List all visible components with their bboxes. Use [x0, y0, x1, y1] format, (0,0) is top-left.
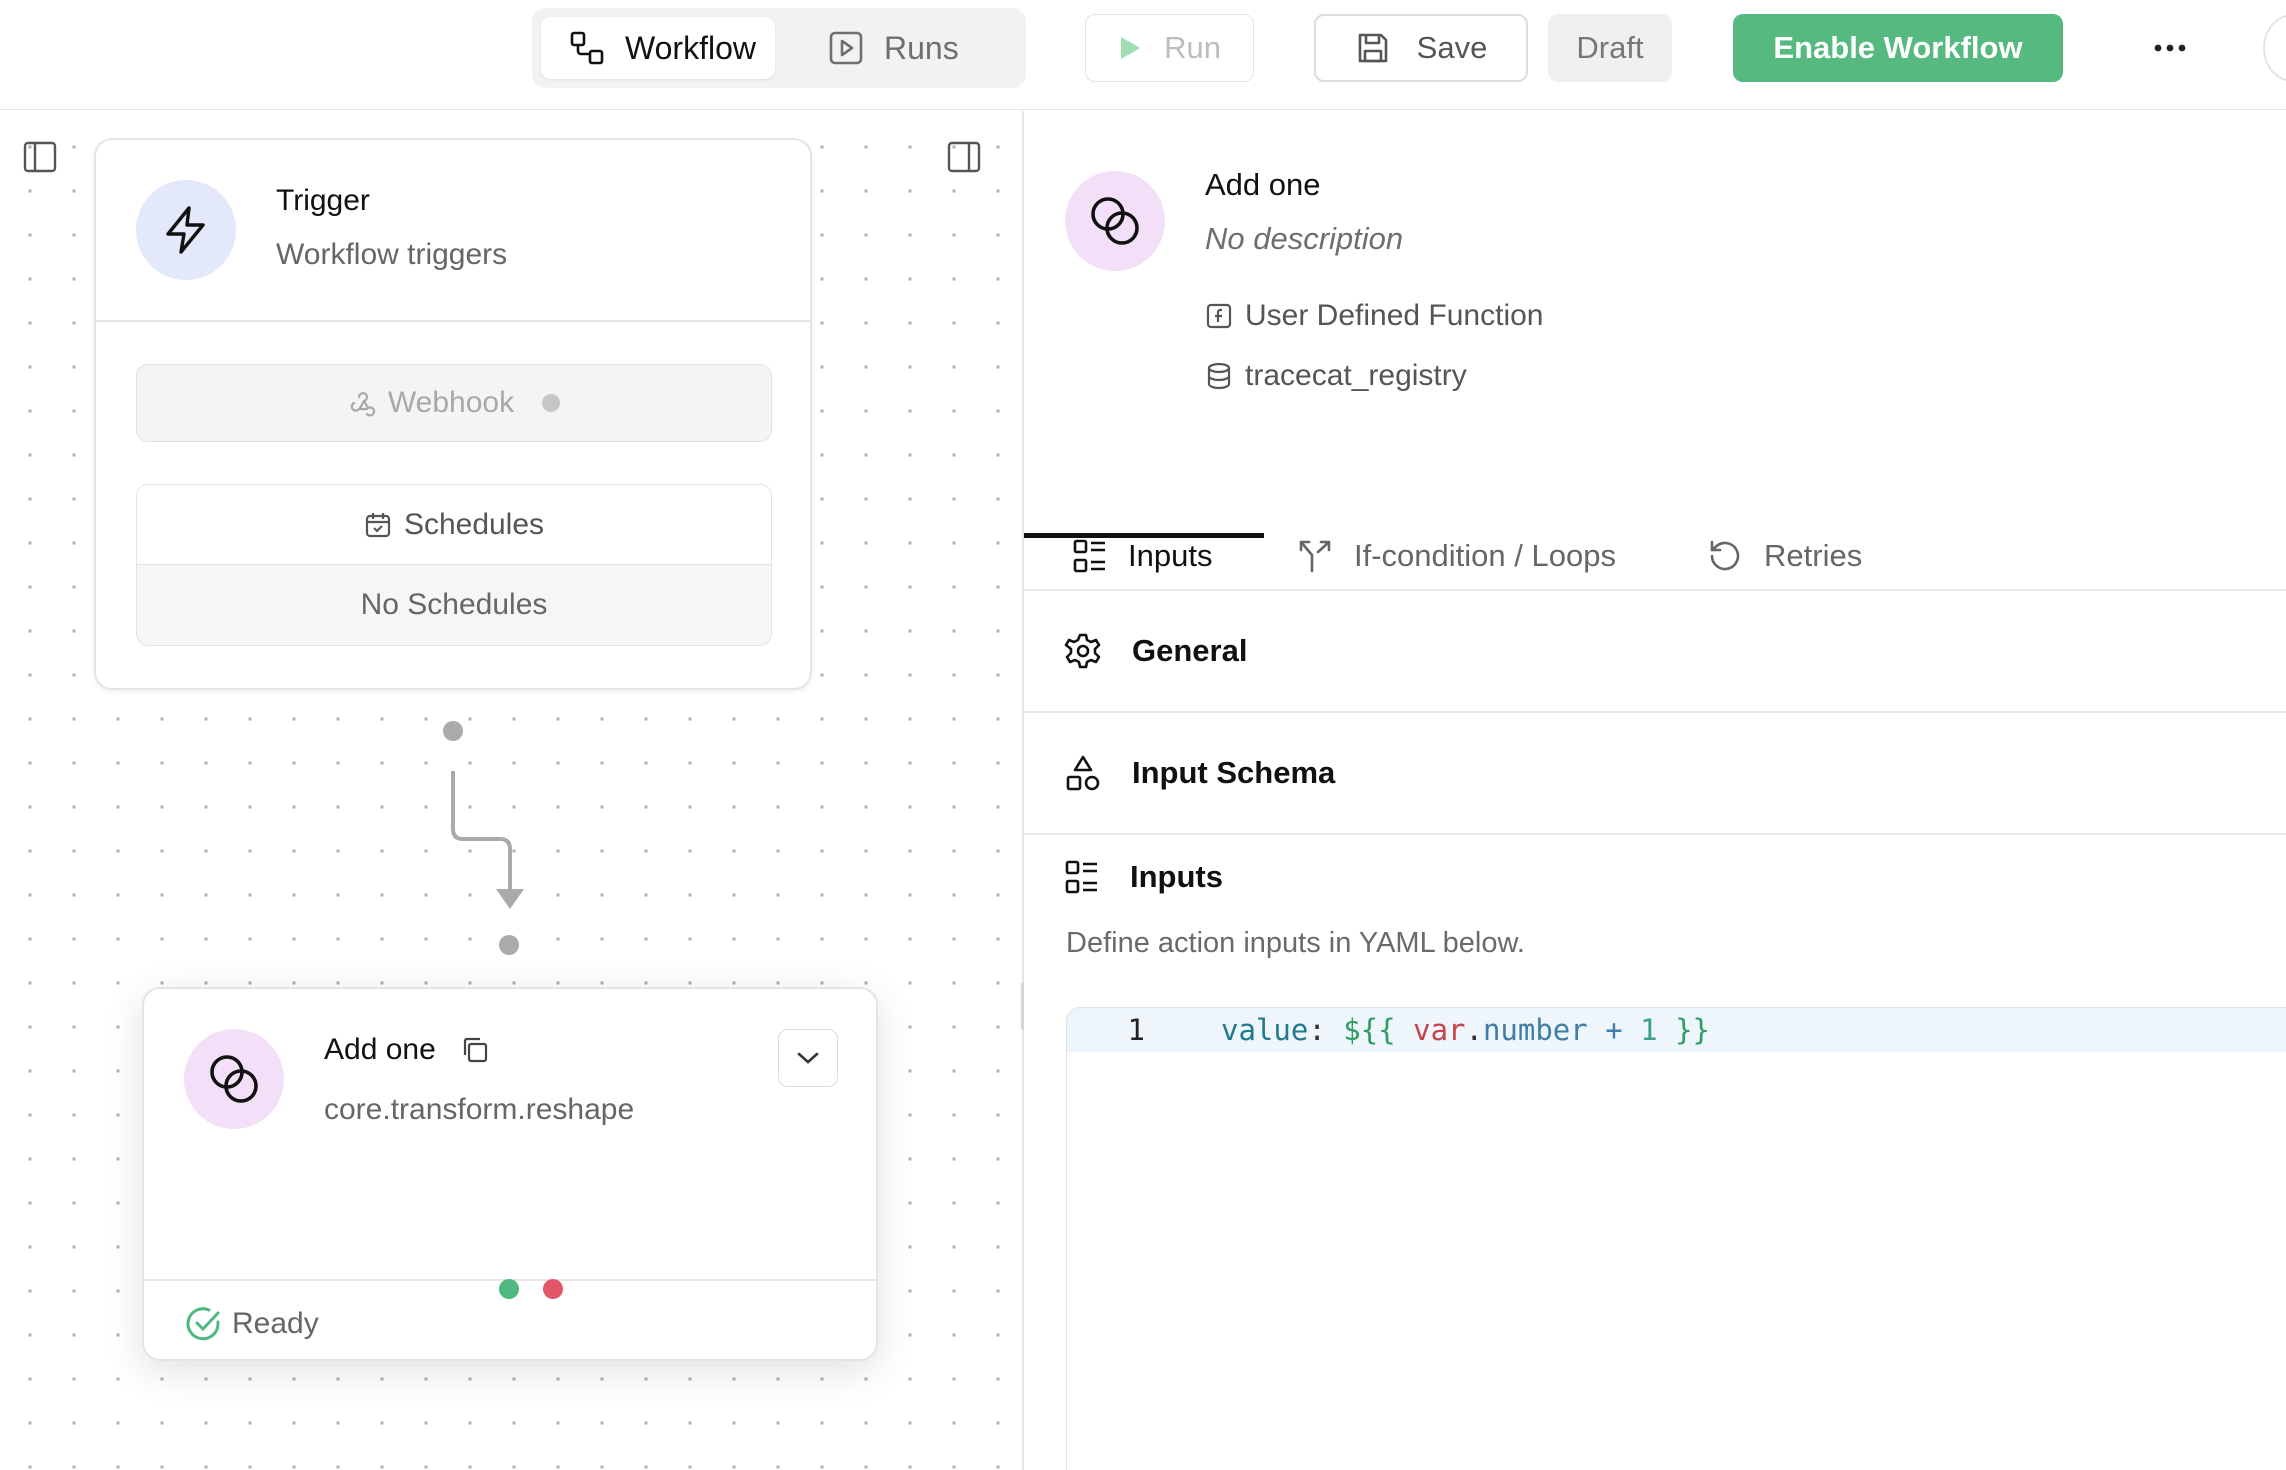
expr-open: ${{ [1343, 1013, 1396, 1047]
tab-inputs[interactable]: Inputs [1072, 521, 1212, 591]
webhook-status-dot [542, 394, 561, 412]
inputs-icon [1064, 859, 1130, 895]
section-general[interactable]: General [1024, 591, 2286, 713]
inputs-hint: Define action inputs in YAML below. [1066, 927, 1525, 959]
tab-retries-label: Retries [1764, 538, 1863, 573]
expr-num: 1 [1640, 1013, 1658, 1047]
yaml-editor[interactable]: 1 value: ${{ var.number + 1 }} [1066, 1007, 2286, 1470]
avatar[interactable] [2263, 14, 2286, 82]
toggle-left-panel-icon[interactable] [22, 139, 58, 175]
view-tabs: Workflow Runs [532, 8, 1026, 88]
action-kind: User Defined Function [1205, 299, 1543, 333]
schedules-box[interactable]: Schedules No Schedules [136, 484, 772, 646]
inputs-icon [1072, 538, 1128, 574]
workflow-icon [569, 30, 625, 66]
trigger-output-handle[interactable] [443, 721, 463, 741]
play-square-icon [828, 30, 884, 66]
tab-workflow-label: Workflow [625, 29, 756, 66]
action-registry: tracecat_registry [1205, 359, 1467, 393]
yaml-colon: : [1308, 1013, 1326, 1047]
webhook-label: Webhook [387, 386, 515, 419]
more-icon[interactable] [2150, 30, 2190, 66]
gear-icon [1064, 632, 1132, 670]
error-output-handle[interactable] [543, 1279, 563, 1299]
resize-handle[interactable] [1021, 982, 1025, 1030]
action-title: Add one [324, 1033, 436, 1066]
yaml-key: value [1221, 1013, 1309, 1047]
trigger-node[interactable]: Trigger Workflow triggers Webhook Schedu… [94, 138, 812, 690]
action-registry-label: tracecat_registry [1245, 359, 1467, 392]
function-icon [1205, 302, 1245, 330]
expr-close: }} [1675, 1013, 1710, 1047]
copy-icon[interactable] [436, 1035, 490, 1065]
section-inputs-label: Inputs [1130, 859, 1223, 894]
section-general-label: General [1132, 633, 1248, 668]
lightning-icon [136, 180, 236, 280]
action-panel: Add one No description User Defined Func… [1024, 111, 2286, 1470]
top-bar: Workflow Runs Run Save Draft Enable Work… [0, 0, 2286, 110]
chevron-down-icon [796, 1051, 820, 1065]
action-title-row: Add one [324, 1033, 490, 1067]
tab-runs-label: Runs [884, 29, 959, 66]
database-icon [1205, 362, 1245, 390]
action-input-handle[interactable] [499, 935, 519, 955]
play-icon [1118, 35, 1164, 61]
webhook-icon [348, 389, 388, 417]
action-type: core.transform.reshape [324, 1093, 635, 1126]
code-line[interactable]: 1 value: ${{ var.number + 1 }} [1067, 1008, 2286, 1052]
expr-op: + [1605, 1013, 1623, 1047]
action-description[interactable]: No description [1205, 221, 1404, 256]
expr-dot: . [1465, 1013, 1483, 1047]
calendar-icon [364, 511, 404, 539]
draft-badge: Draft [1548, 14, 1672, 82]
status-badge: Ready [184, 1305, 319, 1343]
action-name[interactable]: Add one [1205, 167, 1321, 202]
rings-icon [184, 1029, 284, 1129]
section-inputs[interactable]: Inputs [1024, 837, 2286, 917]
trigger-subtitle: Workflow triggers [276, 238, 508, 271]
split-icon [1296, 537, 1354, 575]
tab-runs[interactable]: Runs [828, 17, 1008, 79]
save-icon [1355, 30, 1417, 66]
save-button-label: Save [1416, 30, 1488, 65]
check-circle-icon [184, 1305, 232, 1343]
panel-divider [1022, 111, 1024, 1470]
expand-button[interactable] [778, 1029, 838, 1087]
expr-var: var [1413, 1013, 1466, 1047]
save-button[interactable]: Save [1314, 14, 1528, 82]
retry-icon [1706, 537, 1764, 575]
tab-workflow[interactable]: Workflow [541, 17, 775, 79]
active-tab-indicator [1024, 533, 1264, 538]
tab-inputs-label: Inputs [1128, 538, 1213, 573]
section-input-schema[interactable]: Input Schema [1024, 713, 2286, 835]
schedules-empty: No Schedules [137, 565, 771, 645]
workflow-canvas[interactable]: Trigger Workflow triggers Webhook Schedu… [0, 111, 1022, 1470]
code-content[interactable]: value: ${{ var.number + 1 }} [1221, 1013, 1710, 1047]
connection-edge [451, 771, 524, 909]
run-button[interactable]: Run [1085, 14, 1254, 82]
schedules-header[interactable]: Schedules [137, 485, 771, 565]
shapes-icon [1064, 754, 1132, 792]
run-button-label: Run [1164, 30, 1221, 65]
divider [96, 320, 810, 322]
status-label: Ready [232, 1307, 319, 1340]
section-input-schema-label: Input Schema [1132, 755, 1336, 790]
toggle-right-panel-icon[interactable] [946, 139, 982, 175]
tab-if-condition-label: If-condition / Loops [1354, 538, 1616, 573]
panel-tabs: Inputs If-condition / Loops Retries [1024, 521, 2286, 591]
tab-if-condition-loops[interactable]: If-condition / Loops [1296, 521, 1616, 591]
trigger-title: Trigger [276, 184, 370, 217]
action-node[interactable]: Add one core.transform.reshape Ready [142, 987, 878, 1361]
rings-icon [1065, 171, 1165, 271]
webhook-button[interactable]: Webhook [136, 364, 772, 442]
enable-workflow-button[interactable]: Enable Workflow [1733, 14, 2063, 82]
expr-prop: number [1482, 1013, 1588, 1047]
schedules-label: Schedules [403, 507, 545, 541]
line-number: 1 [1127, 1013, 1145, 1047]
success-output-handle[interactable] [499, 1279, 519, 1299]
action-kind-label: User Defined Function [1245, 299, 1544, 332]
tab-retries[interactable]: Retries [1706, 521, 1862, 591]
